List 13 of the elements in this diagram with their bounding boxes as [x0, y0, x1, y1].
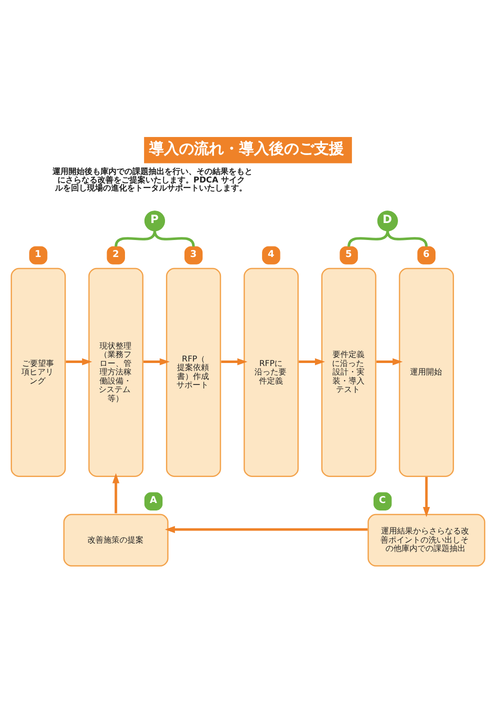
- arrow: [144, 358, 170, 366]
- connector: [153, 230, 195, 247]
- arrow: [164, 526, 368, 534]
- node-circle: D: [377, 210, 398, 232]
- arrow: [298, 358, 326, 366]
- diagram-title: 導入の流れ・導入後のご支援: [149, 139, 344, 158]
- arrow: [376, 358, 403, 366]
- label: 運用開始後も庫内での課題抽出を行い、その結果をもとにさらなる改善をご提案いたします。PDCA サイクルを回し現場の進化をトータルサポートいたします。: [52, 166, 252, 192]
- node-circle: P: [144, 210, 166, 232]
- arrow: [221, 358, 248, 366]
- arrow: [422, 476, 430, 518]
- arrow: [66, 358, 92, 366]
- arrow: [112, 473, 120, 514]
